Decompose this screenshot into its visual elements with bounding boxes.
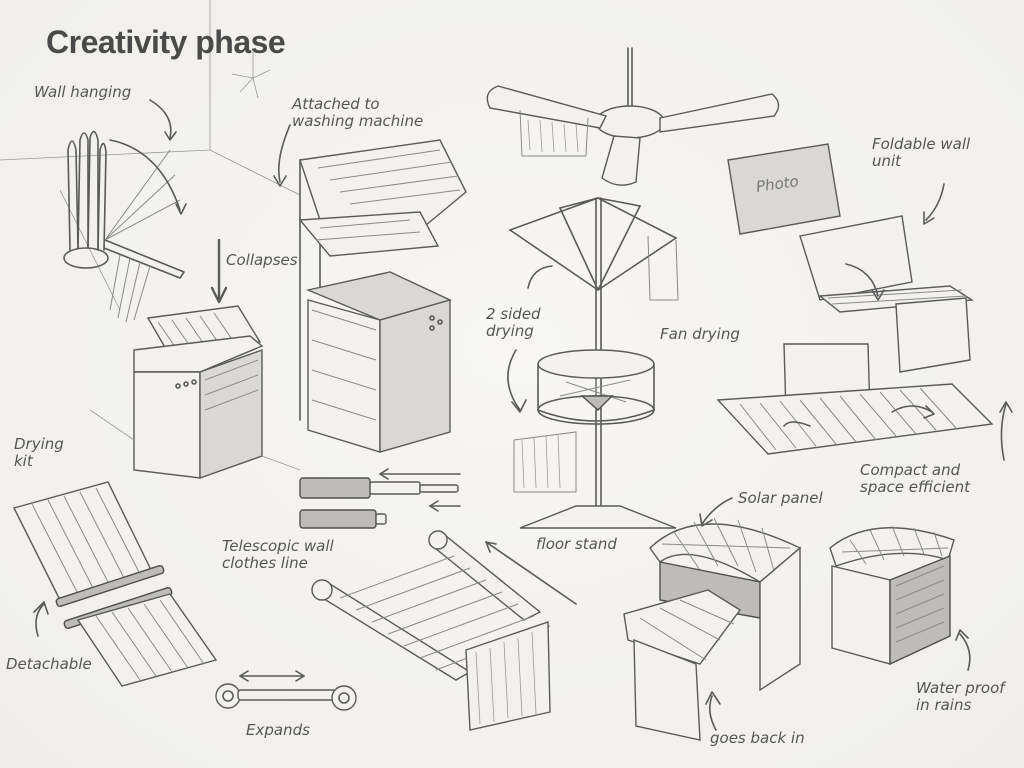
label-compact-space-efficient: Compact and space efficient [860, 461, 971, 496]
floor-stand-rack-sketch [507, 197, 679, 529]
starburst-doodle [231, 52, 271, 99]
label-solar-panel: Solar panel [738, 489, 823, 507]
label-goes-back-in: goes back in [710, 729, 805, 747]
wall-hanging-sketch [63, 99, 187, 323]
label-foldable-wall-unit: Foldable wall unit [872, 135, 971, 170]
label-collapses: Collapses [226, 251, 298, 269]
label-fan-drying: Fan drying [660, 325, 740, 343]
label-two-sided-drying: 2 sided drying [486, 305, 541, 340]
collapsed-washer-sketch [89, 305, 301, 479]
roller-rack-sketch [311, 530, 577, 731]
label-expands: Expands [246, 721, 310, 739]
label-water-proof: Water proof in rains [916, 679, 1005, 714]
foldable-wall-unit-sketch [727, 143, 975, 373]
ceiling-fan-sketch [486, 47, 780, 186]
waterproof-unit-sketch [829, 525, 971, 671]
label-telescopic-wall-line: Telescopic wall clothes line [222, 537, 334, 572]
page-title: Creativity phase [46, 24, 286, 60]
solar-panel-unit-sketch [623, 497, 802, 741]
label-floor-stand: floor stand [536, 535, 617, 553]
expands-widget-sketch [215, 670, 357, 711]
collapses-arrow [210, 238, 228, 304]
attached-washer-sketch [273, 124, 467, 453]
label-attached-washing-machine: Attached to washing machine [292, 95, 424, 130]
compact-folded-unit-sketch [716, 343, 1013, 461]
label-detachable: Detachable [6, 655, 92, 673]
label-wall-hanging: Wall hanging [34, 83, 132, 101]
label-drying-kit: Drying kit [14, 435, 64, 470]
telescopic-line-sketch [299, 468, 461, 529]
drying-kit-sketch [12, 481, 218, 687]
